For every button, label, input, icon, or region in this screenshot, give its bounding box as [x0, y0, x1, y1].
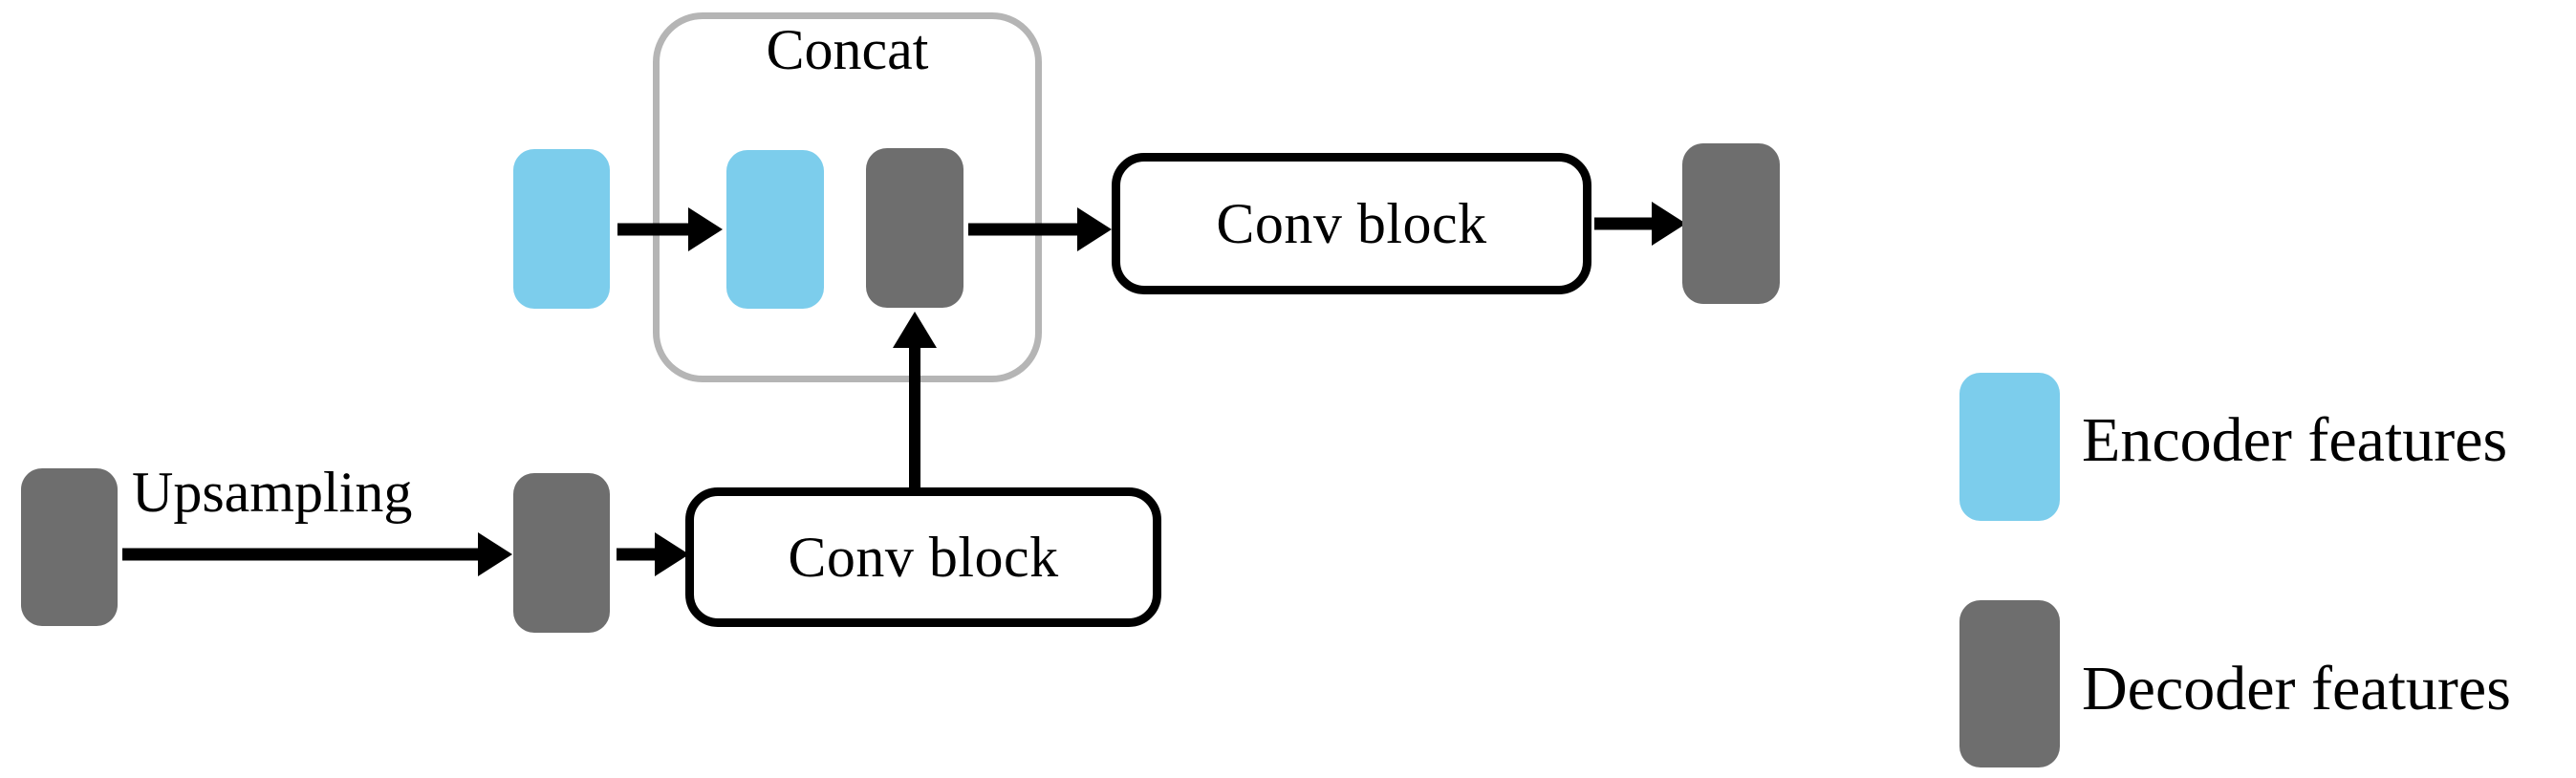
concat-decoder-feature-block: [866, 148, 963, 308]
concat-group-box: [653, 12, 1042, 382]
concat-encoder-feature-block: [726, 150, 824, 309]
arrow-right-icon-shaft: [968, 223, 1079, 236]
arrow-right-icon: [478, 532, 512, 576]
arrow-right-icon: [1652, 202, 1686, 246]
arrow-right-icon-shaft: [617, 548, 657, 561]
arrow-right-icon-shaft: [122, 548, 480, 561]
legend-swatch-encoder: [1959, 373, 2060, 521]
upsampling-edge-label: Upsampling: [132, 461, 413, 524]
conv-block-bottom[interactable]: Conv block: [685, 487, 1161, 627]
decoder-feature-bottom-input-block: [21, 468, 118, 626]
legend-swatch-decoder: [1959, 600, 2060, 767]
encoder-feature-input-block: [513, 149, 610, 309]
arrow-right-icon-shaft: [1594, 217, 1654, 230]
concat-group-label: Concat: [766, 18, 929, 81]
decoder-feature-upsampled-block: [513, 473, 610, 633]
arrow-right-icon: [655, 532, 689, 576]
arrow-up-icon-shaft: [909, 340, 920, 487]
arrow-right-icon-shaft: [617, 223, 690, 236]
conv-block-top[interactable]: Conv block: [1112, 153, 1591, 294]
arrow-right-icon: [688, 207, 723, 251]
legend-label-encoder: Encoder features: [2082, 405, 2508, 475]
legend-label-decoder: Decoder features: [2082, 654, 2511, 724]
conv-block-top-label: Conv block: [1216, 192, 1487, 255]
arrow-right-icon: [1077, 207, 1112, 251]
decoder-feature-output-block: [1682, 143, 1780, 304]
conv-block-bottom-label: Conv block: [788, 526, 1059, 589]
